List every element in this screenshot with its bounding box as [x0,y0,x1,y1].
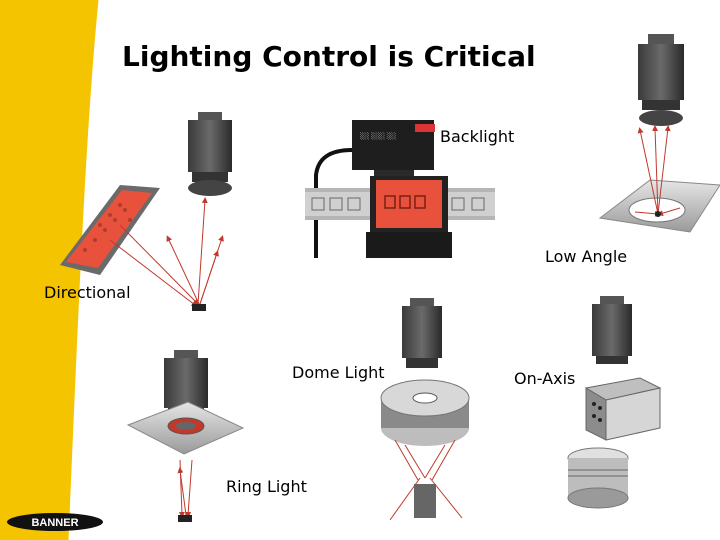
backlight-panel [366,176,452,258]
directional-light-panel [60,185,160,275]
label-on-axis: On-Axis [514,369,575,388]
dome-light-setup [381,298,469,520]
dome-part [414,484,436,518]
directional-setup [60,112,232,311]
banner-logo-text: BANNER [31,517,78,529]
label-low-angle: Low Angle [545,247,627,266]
piston-part [568,448,628,508]
on-axis-setup [568,296,660,508]
camera-low-angle [638,34,684,126]
label-backlight: Backlight [440,127,514,146]
dome-unit [381,380,469,446]
low-angle-setup [600,34,720,232]
label-dome-light: Dome Light [292,363,385,382]
ring-part [178,515,192,522]
label-ring-light: Ring Light [226,477,307,496]
svg-text:░░ ░░░ ░░: ░░ ░░░ ░░ [360,132,397,140]
ring-light-setup [128,350,243,522]
label-directional: Directional [44,283,131,302]
directional-part [192,304,206,311]
banner-logo: BANNER [6,512,104,532]
camera-dome [402,298,442,368]
on-axis-beam-splitter [586,378,660,440]
camera-directional [188,112,232,196]
camera-on-axis [592,296,632,364]
